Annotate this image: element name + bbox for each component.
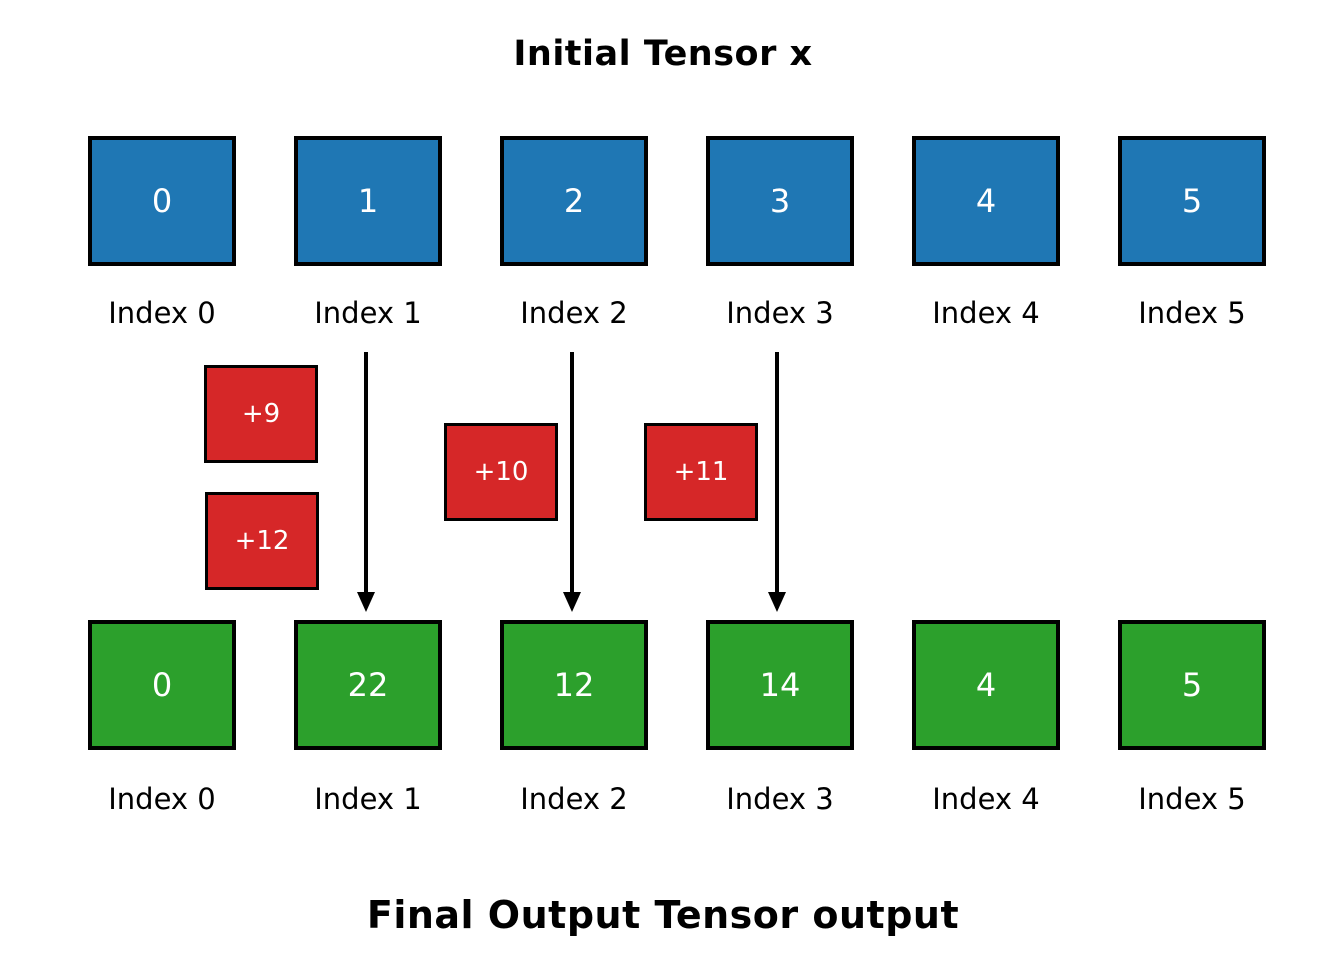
initial-box-2: 2	[500, 136, 648, 266]
final-output-title: Final Output Tensor output	[366, 893, 960, 937]
output-index-label-3: Index 3	[726, 782, 834, 816]
output-index-label-2: Index 2	[520, 782, 628, 816]
arrow-head-icon	[768, 592, 786, 612]
update-chip-plus10: +10	[444, 423, 558, 521]
output-index-label-1: Index 1	[314, 782, 422, 816]
arrow-head-icon	[563, 592, 581, 612]
output-box-2: 12	[500, 620, 648, 750]
update-chip-plus9: +9	[204, 365, 318, 463]
output-box-3: 14	[706, 620, 854, 750]
initial-box-1: 1	[294, 136, 442, 266]
initial-box-3: 3	[706, 136, 854, 266]
initial-tensor-title: Initial Tensor x	[513, 34, 813, 74]
initial-box-0: 0	[88, 136, 236, 266]
initial-index-label-3: Index 3	[726, 296, 834, 330]
output-box-0: 0	[88, 620, 236, 750]
initial-index-label-1: Index 1	[314, 296, 422, 330]
arrow-line	[775, 352, 779, 594]
arrow-head-icon	[357, 592, 375, 612]
update-chip-plus11: +11	[644, 423, 758, 521]
initial-box-4: 4	[912, 136, 1060, 266]
arrow-line	[570, 352, 574, 594]
output-box-1: 22	[294, 620, 442, 750]
output-box-4: 4	[912, 620, 1060, 750]
output-index-label-5: Index 5	[1138, 782, 1246, 816]
initial-index-label-2: Index 2	[520, 296, 628, 330]
initial-index-label-4: Index 4	[932, 296, 1040, 330]
initial-box-5: 5	[1118, 136, 1266, 266]
output-index-label-0: Index 0	[108, 782, 216, 816]
initial-index-label-0: Index 0	[108, 296, 216, 330]
output-box-5: 5	[1118, 620, 1266, 750]
initial-index-label-5: Index 5	[1138, 296, 1246, 330]
update-chip-plus12: +12	[205, 492, 319, 590]
arrow-line	[364, 352, 368, 594]
output-index-label-4: Index 4	[932, 782, 1040, 816]
